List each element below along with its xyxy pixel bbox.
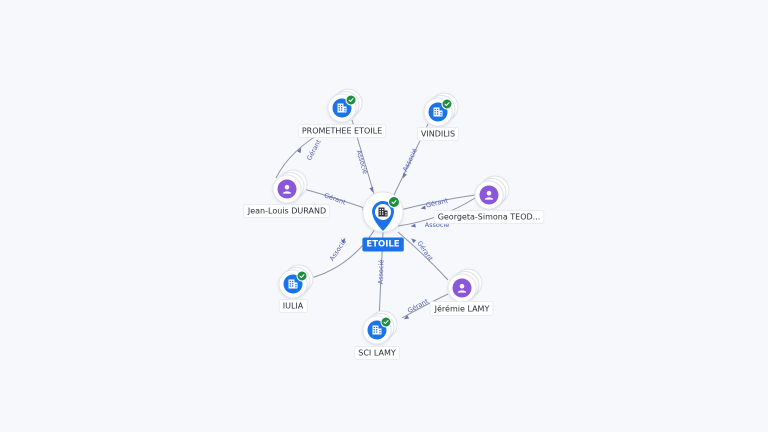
edge-arrow-icon [297, 147, 302, 154]
node-label: IULIA [283, 302, 304, 311]
node-label-chip [354, 346, 400, 360]
node-label: SCI LAMY [358, 349, 396, 358]
edge-label: Associé [355, 149, 369, 175]
node-label: Jean-Louis DURAND [247, 207, 326, 216]
edge-arrow-icon [369, 187, 374, 193]
center-node[interactable]: ETOILE [362, 191, 404, 252]
node-label-chip [297, 124, 387, 138]
node-label: PROMETHEE ETOILE [302, 127, 382, 136]
center-label-chip [362, 237, 404, 252]
verified-badge [441, 98, 453, 110]
edge-label: Associé [328, 238, 348, 263]
edge-label: Gérant [415, 239, 434, 262]
edge-label: Associé [377, 260, 386, 285]
node-label-chip [429, 301, 494, 316]
node-label-chip [242, 204, 331, 218]
edge-arrow-icon [411, 238, 417, 244]
node-label: VINDILIS [421, 130, 455, 139]
node-label-chip [278, 299, 308, 313]
node-jeremie[interactable]: Jérémie LAMY [429, 268, 494, 316]
node-promethee[interactable]: PROMETHEE ETOILE [297, 88, 387, 138]
node-label-chip [416, 127, 460, 141]
edge-arrow-icon [410, 223, 416, 228]
center-label: ETOILE [366, 240, 399, 250]
node-label: Georgeta-Simona TEOD... [438, 213, 541, 222]
edge-label: Gérant [425, 196, 449, 209]
verified-badge [380, 316, 392, 328]
edge-arrow-icon [340, 237, 346, 244]
edge-arrow-icon [402, 172, 407, 179]
verified-badge [388, 196, 400, 208]
edge-label: Associé [425, 221, 450, 229]
edge-label: Associé [401, 147, 419, 173]
edge-arrow-icon [403, 315, 410, 320]
node-georgeta[interactable]: Georgeta-Simona TEOD... [433, 175, 545, 224]
node-durand[interactable]: Jean-Louis DURAND [242, 169, 331, 218]
edge-line [397, 231, 449, 281]
edge-line [399, 194, 476, 211]
edge-line [401, 293, 449, 319]
edge-e5: Gérant [399, 194, 476, 211]
node-iulia[interactable]: IULIA [278, 264, 314, 313]
edge-e8: Associé [302, 225, 378, 281]
node-vindilis[interactable]: VINDILIS [416, 92, 460, 141]
verified-badge [345, 94, 357, 106]
edge-arrow-icon [420, 205, 426, 210]
edge-label: Gérant [406, 297, 430, 315]
verified-badge [296, 270, 308, 282]
node-label: Jérémie LAMY [434, 304, 490, 314]
nodes-layer: PROMETHEE ETOILE VINDILIS Jean-Louis DURAN… [242, 88, 545, 360]
node-label-chip [433, 210, 545, 224]
node-scilamy[interactable]: SCI LAMY [354, 310, 400, 360]
edge-e7: Gérant [397, 231, 449, 281]
center-building-icon [378, 207, 388, 217]
